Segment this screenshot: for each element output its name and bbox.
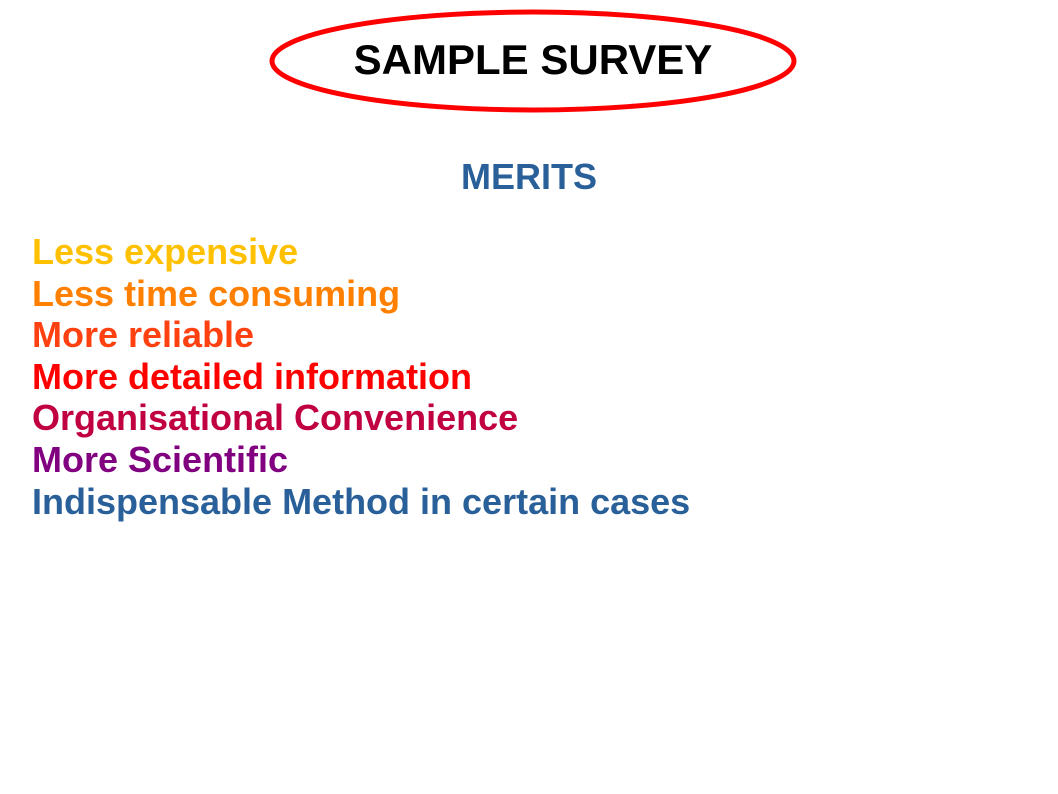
merits-heading: MERITS <box>460 156 597 197</box>
merit-item: More Scientific <box>32 438 289 480</box>
merit-item: More detailed information <box>32 355 473 397</box>
merit-item: More reliable <box>32 314 255 356</box>
merit-item: Indispensable Method in certain cases <box>32 480 691 522</box>
merit-item: Organisational Convenience <box>32 397 519 439</box>
title-ellipse <box>269 9 797 113</box>
slide-title: SAMPLE SURVEY <box>353 36 713 83</box>
merit-item: Less expensive <box>32 231 299 272</box>
merit-item: Less time consuming <box>32 272 401 314</box>
